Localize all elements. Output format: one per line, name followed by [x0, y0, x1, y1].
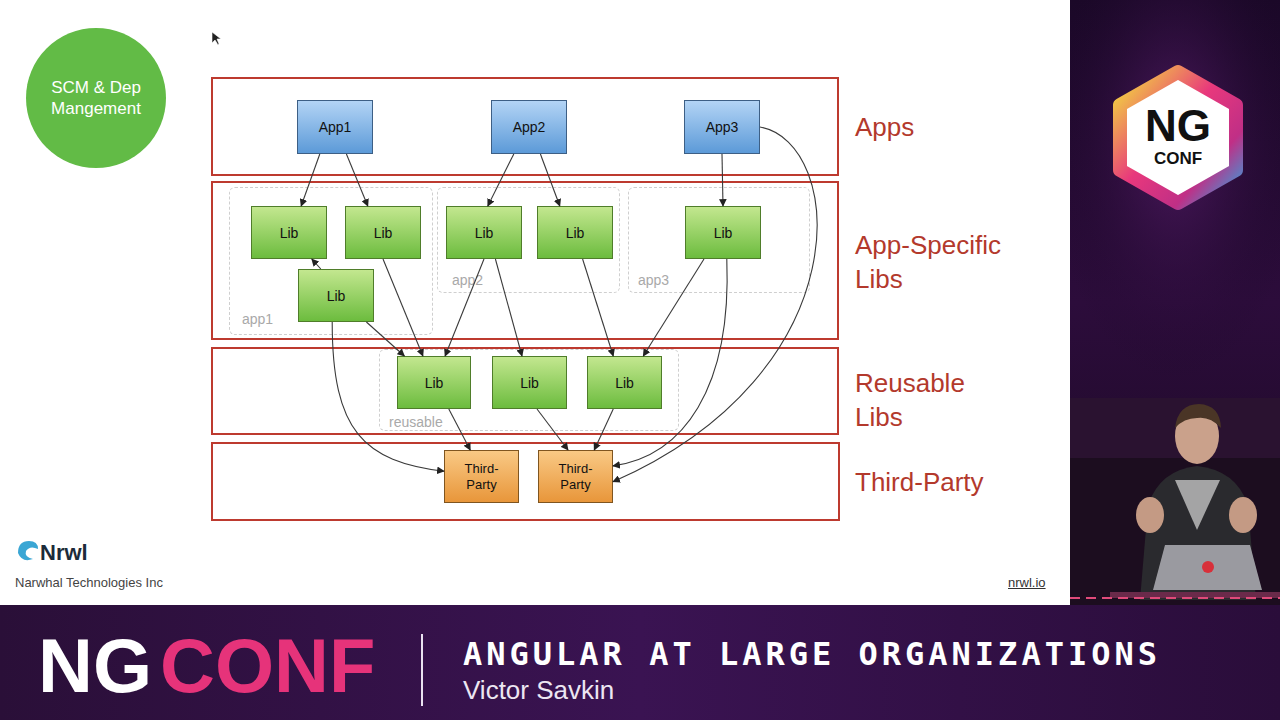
lib-box: Lib	[492, 356, 567, 409]
lib-box: Lib	[345, 206, 421, 259]
lib-box: Lib	[446, 206, 522, 259]
dependency-arrow	[495, 259, 522, 356]
lib-name: Lib	[714, 225, 733, 241]
group-label: app3	[638, 272, 669, 288]
side-panel	[1070, 0, 1280, 605]
app-name: App1	[319, 119, 352, 135]
lib-name: Lib	[475, 225, 494, 241]
app-name: App3	[706, 119, 739, 135]
banner-logo: NG	[38, 628, 152, 704]
lib-group: app2 Lib Lib	[437, 187, 620, 293]
conf-logo-text: CONF	[1118, 150, 1238, 167]
lib-name: Lib	[615, 375, 634, 391]
third-party-box: Third-Party	[444, 450, 519, 503]
lib-group: reusable Lib Lib Lib	[379, 349, 679, 431]
dependency-arrow	[488, 154, 514, 206]
lib-name: Lib	[280, 225, 299, 241]
dependency-arrow	[445, 259, 484, 356]
layer-band: Reusable Libs reusable Lib Lib Lib	[211, 347, 1079, 435]
dependency-arrow	[594, 409, 613, 450]
website-link: nrwl.io	[1008, 576, 1046, 589]
layer-label: App-Specific Libs	[855, 228, 1030, 296]
lib-box: Lib	[298, 269, 374, 322]
third-party-name: Third-Party	[553, 461, 598, 493]
group-label: app2	[452, 272, 483, 288]
title-banner	[0, 605, 1280, 720]
lib-name: Lib	[425, 375, 444, 391]
third-party-name: Third-Party	[459, 461, 504, 493]
dependency-arrow	[332, 322, 444, 471]
dependency-arrow	[722, 154, 723, 206]
layer-band: Third-Party Third-Party Third-Party	[211, 442, 1080, 521]
dependency-arrow	[383, 259, 423, 356]
dependency-arrow	[537, 409, 568, 450]
dependency-arrow	[540, 154, 559, 206]
speaker-photo	[1070, 398, 1280, 605]
app-box: App2	[491, 100, 567, 154]
topic-text: SCM & Dep Mangement	[42, 77, 150, 119]
group-label: reusable	[389, 414, 443, 430]
app-box: App1	[297, 100, 373, 154]
panel-glow	[1070, 0, 1280, 400]
banner-divider	[421, 634, 423, 706]
lib-box: Lib	[397, 356, 471, 409]
lib-name: Lib	[327, 288, 346, 304]
logo-text: Nrwl	[40, 542, 88, 564]
lib-name: Lib	[374, 225, 393, 241]
lib-name: Lib	[520, 375, 539, 391]
app-name: App2	[513, 119, 546, 135]
dependency-arrow	[366, 322, 404, 356]
topic-circle: SCM & Dep Mangement	[26, 28, 166, 168]
dependency-arrow	[301, 154, 320, 206]
speaker-name: Victor Savkin	[463, 677, 614, 703]
dependency-arrow	[346, 154, 367, 206]
layer-band: App-Specific Libsapp1LibLibLibapp2LibLib…	[211, 181, 1079, 340]
talk-title: ANGULAR AT LARGE ORGANIZATIONS	[463, 638, 1161, 670]
conf-logo-text: NG	[1118, 104, 1238, 148]
company-name: Narwhal Technologies Inc	[15, 576, 163, 589]
dependency-arrow	[643, 259, 704, 356]
lib-box: Lib	[251, 206, 327, 259]
dependency-arrow	[312, 259, 321, 269]
lib-name: Lib	[566, 225, 585, 241]
band-frame	[211, 442, 840, 521]
lib-box: Lib	[685, 206, 761, 259]
layer-label: Apps	[855, 110, 1055, 144]
lib-box: Lib	[537, 206, 613, 259]
layer-label: Third-Party	[855, 465, 1055, 499]
lib-group: app3 Lib	[628, 187, 810, 293]
lib-box: Lib	[587, 356, 662, 409]
layer-band: Apps App1 App2 App3	[211, 77, 1079, 176]
dependency-arrow	[583, 259, 614, 356]
lib-group: app1LibLibLib	[229, 187, 433, 335]
third-party-box: Third-Party	[538, 450, 613, 503]
banner-logo: CONF	[160, 628, 375, 704]
mouse-cursor	[212, 32, 221, 45]
app-box: App3	[684, 100, 760, 154]
layer-label: Reusable Libs	[855, 366, 1005, 434]
dependency-arrow	[613, 127, 817, 482]
dependency-arrow	[449, 409, 470, 450]
group-label: app1	[242, 311, 273, 327]
dependency-arrow	[613, 259, 727, 466]
nrwl-logo-icon	[18, 541, 38, 560]
